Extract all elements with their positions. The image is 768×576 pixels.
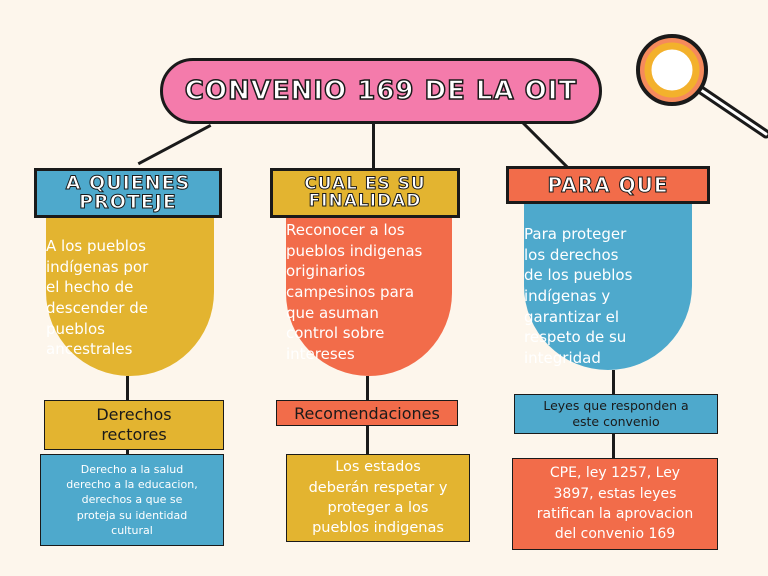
detail-left: Derecho a la salud derecho a la educacio… <box>40 454 224 546</box>
heading-center-line-2: FINALIDAD <box>308 191 422 211</box>
arch-right-line-5: garantizar el <box>524 307 620 326</box>
detail-left-line-4: proteja su identidad <box>76 508 188 522</box>
detail-center-line-2: deberán respetar y <box>308 479 448 496</box>
heading-left: A QUIENES PROTEJE <box>34 168 222 218</box>
arch-center: Reconocer a los pueblos indigenas origin… <box>286 218 452 376</box>
heading-center: CUAL ES SU FINALIDAD <box>270 168 460 218</box>
detail-center-line-4: pueblos indigenas <box>312 520 444 537</box>
arch-left-line-4: descender de <box>46 299 148 318</box>
arch-center-line-3: originarios <box>286 262 366 281</box>
arch-center-line-7: intereses <box>286 345 355 364</box>
heading-right: PARA QUE <box>506 166 710 204</box>
arch-right-line-1: Para proteger <box>524 225 627 243</box>
arch-center-line-2: pueblos indigenas <box>286 241 423 260</box>
heading-right-text: PARA QUE <box>547 173 669 197</box>
arch-center-line-6: control sobre <box>286 324 385 343</box>
detail-right-line-4: del convenio 169 <box>554 526 676 543</box>
connector-right-sub-detail <box>612 432 615 458</box>
sub-center-text: Recomendaciones <box>294 403 440 423</box>
magnifying-glass-icon <box>636 34 768 139</box>
connector-title-center <box>372 124 375 168</box>
arch-left-line-1: A los pueblos <box>46 237 146 255</box>
main-title-box: CONVENIO 169 DE LA OIT <box>160 58 602 124</box>
arch-right-line-6: respeto de su <box>524 328 627 347</box>
arch-right-line-2: los derechos <box>524 245 619 264</box>
connector-right-arch-sub <box>612 370 615 396</box>
detail-right-line-3: ratifican la aprovacion <box>536 506 694 522</box>
detail-left-line-3: derechos a que se <box>81 493 183 507</box>
arch-center-line-4: campesinos para <box>286 283 415 302</box>
arch-right-line-3: de los pueblos <box>524 266 633 285</box>
arch-center-line-1: Reconocer a los <box>286 221 405 239</box>
connector-center-sub-detail <box>366 424 369 454</box>
detail-right-line-1: CPE, ley 1257, Ley <box>549 465 681 482</box>
connector-center-arch-sub <box>366 376 369 402</box>
arch-left: A los pueblos indígenas por el hecho de … <box>46 218 214 376</box>
connector-left-sub-detail <box>126 448 129 456</box>
sub-center: Recomendaciones <box>276 400 458 426</box>
arch-right-line-4: indígenas y <box>524 287 611 306</box>
connector-title-left <box>137 124 212 166</box>
connector-left-arch-sub <box>126 376 129 402</box>
detail-left-line-5: cultural <box>111 524 153 538</box>
sub-right-line-2: este convenio <box>572 414 660 429</box>
main-title: CONVENIO 169 DE LA OIT <box>184 75 578 107</box>
connector-title-right <box>522 121 571 171</box>
detail-center-line-1: Los estados <box>335 459 421 476</box>
heading-left-line-1: A QUIENES <box>65 172 191 194</box>
detail-left-line-1: Derecho a la salud <box>80 462 184 476</box>
arch-right-line-7: integridad <box>524 349 601 368</box>
detail-right: CPE, ley 1257, Ley 3897, estas leyes rat… <box>512 458 718 550</box>
detail-center-line-3: proteger a los <box>327 500 429 516</box>
sub-left: Derechos rectores <box>44 400 224 450</box>
sub-left-line-2: rectores <box>101 425 167 444</box>
arch-left-line-6: ancestrales <box>46 340 133 359</box>
arch-left-line-3: el hecho de <box>46 278 134 297</box>
detail-left-line-2: derecho a la educacion, <box>66 477 198 491</box>
arch-center-line-5: que asuman <box>286 303 379 322</box>
arch-left-line-2: indígenas por <box>46 257 149 276</box>
sub-right-line-1: Leyes que responden a <box>543 397 689 413</box>
sub-right: Leyes que responden a este convenio <box>514 394 718 434</box>
heading-center-line-1: CUAL ES SU <box>304 174 426 194</box>
heading-left-line-2: PROTEJE <box>79 191 177 213</box>
arch-left-line-5: pueblos <box>46 319 105 338</box>
arch-right: Para proteger los derechos de los pueblo… <box>524 204 692 370</box>
sub-left-line-1: Derechos <box>96 405 172 424</box>
detail-right-line-2: 3897, estas leyes <box>553 485 677 502</box>
detail-center: Los estados deberán respetar y proteger … <box>286 454 470 542</box>
